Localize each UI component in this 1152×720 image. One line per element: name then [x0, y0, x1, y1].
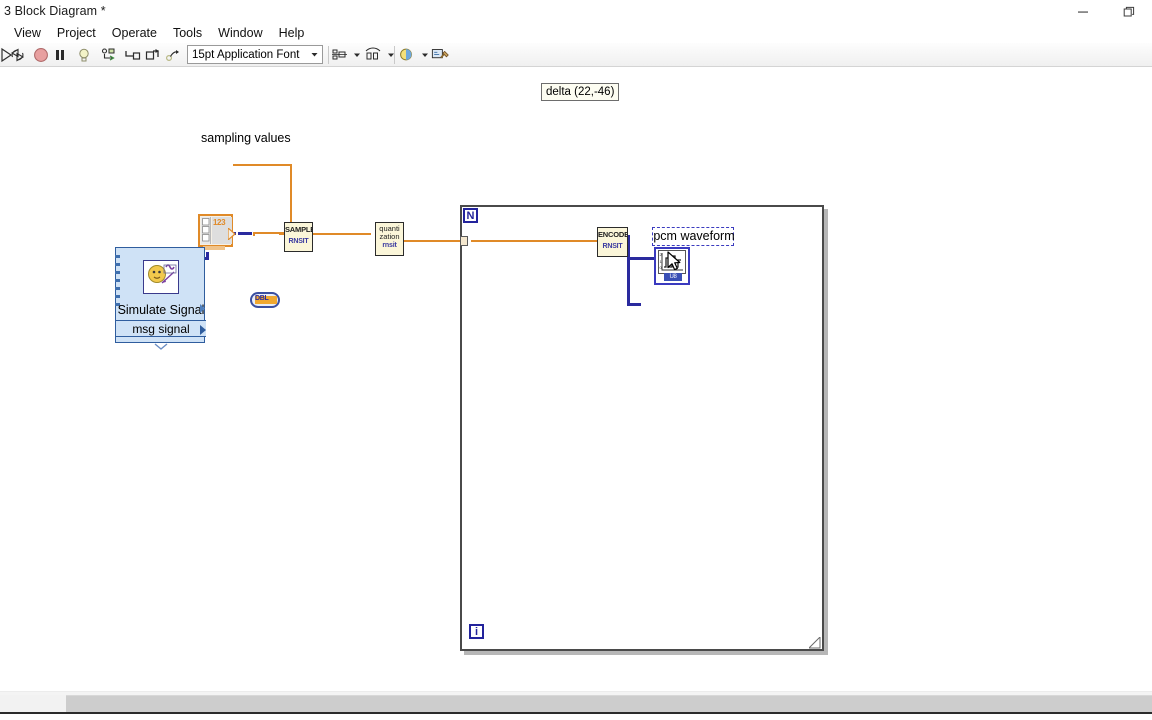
- retain-wire-values-icon[interactable]: [99, 45, 119, 65]
- for-loop-input-tunnel[interactable]: [460, 236, 468, 246]
- pcm-waveform-label: pcm waveform: [653, 229, 735, 243]
- reorder-icon[interactable]: [398, 45, 418, 65]
- encoder-line1: ENCODER: [598, 230, 627, 239]
- array-index-display[interactable]: [201, 217, 211, 244]
- sampling-values-label: sampling values: [201, 131, 291, 145]
- wire-array-to-sampler-v[interactable]: [290, 164, 292, 234]
- wire-encoder-to-pcm-v[interactable]: [627, 235, 630, 305]
- array-representation-label: 123: [213, 218, 226, 227]
- step-into-icon[interactable]: [123, 45, 143, 65]
- toolbar: 15pt Application Font: [0, 43, 1152, 105]
- reorder-dropdown-icon[interactable]: [415, 45, 435, 65]
- quantization-subvi[interactable]: quanti zation rnsit: [375, 222, 404, 256]
- sampler-line1: SAMPLER: [285, 225, 312, 234]
- quantization-line1: quanti: [379, 224, 400, 233]
- toolbar-separator-2: [394, 46, 395, 64]
- step-over-icon[interactable]: [143, 45, 163, 65]
- pcm-waveform-label-selection[interactable]: pcm waveform: [652, 227, 735, 246]
- window-bottom-edge: [0, 712, 1152, 714]
- delta-tooltip: delta (22,-46): [541, 83, 620, 101]
- dbl-terminal-inner: [255, 296, 277, 304]
- window-title: 3 Block Diagram *: [4, 4, 106, 18]
- window-controls: [1060, 0, 1152, 23]
- array-output-terminal[interactable]: [227, 226, 236, 245]
- wire-encoder-to-pcm-h-low[interactable]: [627, 303, 641, 306]
- minimize-button[interactable]: [1060, 0, 1106, 23]
- run-icon[interactable]: [0, 45, 16, 65]
- dbl-terminal[interactable]: DBL: [250, 292, 280, 308]
- scrollbar-thumb[interactable]: [66, 695, 1152, 712]
- menu-item-operate[interactable]: Operate: [111, 26, 157, 40]
- menu-item-window[interactable]: Window: [218, 26, 263, 40]
- menu-item-tools[interactable]: Tools: [172, 26, 203, 40]
- clean-up-diagram-icon[interactable]: [431, 45, 451, 65]
- simulate-signal-icon: [143, 260, 179, 294]
- sampler-subvi[interactable]: SAMPLER RNSIT: [284, 222, 313, 252]
- pause-icon[interactable]: [50, 45, 70, 65]
- font-selector[interactable]: 15pt Application Font: [187, 45, 323, 64]
- wire-dbl-in[interactable]: [243, 232, 252, 235]
- express-vi-output-terminal[interactable]: msg signal: [116, 320, 206, 337]
- wire-express-out[interactable]: [204, 257, 208, 260]
- wire-pcm-lead[interactable]: [645, 257, 656, 260]
- wire-loop-to-encoder[interactable]: [471, 240, 598, 242]
- wire-dbl-to-sampler[interactable]: [279, 233, 285, 235]
- chevron-down-icon[interactable]: [307, 50, 322, 59]
- encoder-line2: RNSIT: [602, 243, 623, 250]
- pcm-waveform-datatype-badge: U8: [664, 273, 682, 281]
- font-selector-value: 15pt Application Font: [192, 48, 300, 61]
- menu-item-help[interactable]: Help: [278, 26, 305, 40]
- express-vi-out-arrow-top[interactable]: [200, 300, 206, 318]
- simulate-signal-express-vi[interactable]: Simulate Signal msg signal: [115, 247, 207, 350]
- express-vi-title: Simulate Signal: [117, 303, 205, 317]
- svg-text:0: 0: [660, 265, 663, 270]
- for-loop-border[interactable]: [460, 205, 824, 651]
- for-loop-shadow-bottom: [464, 651, 828, 655]
- menu-bar: View Project Operate Tools Window Help: [0, 23, 1152, 43]
- wire-array-to-sampler-h2[interactable]: [253, 232, 292, 234]
- horizontal-scrollbar[interactable]: [0, 691, 1152, 713]
- for-loop-resize-handle[interactable]: [807, 635, 821, 649]
- for-loop-structure[interactable]: N i: [460, 205, 828, 655]
- align-objects-dropdown-icon[interactable]: [347, 45, 367, 65]
- distribute-objects-dropdown-icon[interactable]: [381, 45, 401, 65]
- array-element-cell[interactable]: [212, 217, 232, 244]
- menu-item-project[interactable]: Project: [56, 26, 96, 40]
- for-loop-shadow-right: [824, 209, 828, 655]
- mouse-cursor-icon: [667, 251, 683, 278]
- svg-text:1: 1: [660, 259, 663, 264]
- wire-array-to-sampler-stub[interactable]: [253, 232, 255, 236]
- wire-array-to-sampler-h1[interactable]: [233, 164, 292, 166]
- menu-item-view[interactable]: View: [14, 26, 41, 40]
- wire-sampler-to-quantization[interactable]: [313, 233, 371, 235]
- run-continuously-icon[interactable]: [8, 45, 28, 65]
- step-out-icon[interactable]: [163, 45, 183, 65]
- array-bottom-tab: [203, 246, 225, 250]
- for-loop-count-terminal[interactable]: N: [463, 208, 478, 223]
- wire-encoder-to-pcm-h[interactable]: [627, 257, 656, 260]
- encoder-subvi[interactable]: ENCODER RNSIT: [597, 227, 628, 257]
- title-bar: 3 Block Diagram *: [0, 0, 1152, 23]
- msg-signal-out-arrow[interactable]: [200, 322, 207, 340]
- restore-button[interactable]: [1106, 0, 1152, 23]
- toolbar-separator: [328, 46, 329, 64]
- block-diagram-canvas[interactable]: sampling values 123: [0, 67, 1152, 691]
- sampler-line2: RNSIT: [288, 238, 309, 245]
- quantization-line2: rnsit: [382, 242, 397, 249]
- dbl-terminal-label: DBL: [255, 295, 269, 302]
- distribute-objects-icon[interactable]: [364, 45, 384, 65]
- for-loop-iteration-terminal[interactable]: i: [469, 624, 484, 639]
- abort-execution-icon[interactable]: [31, 45, 51, 65]
- scrollbar-track-left[interactable]: [0, 695, 66, 712]
- align-objects-icon[interactable]: [331, 45, 351, 65]
- wire-quantization-to-loop[interactable]: [404, 240, 463, 242]
- sampling-values-array-control[interactable]: 123: [198, 214, 233, 247]
- highlight-execution-icon[interactable]: [74, 45, 94, 65]
- express-vi-expand-chevron-icon[interactable]: [154, 337, 168, 350]
- svg-text:2: 2: [660, 252, 663, 257]
- quantization-line1b: zation: [379, 232, 400, 241]
